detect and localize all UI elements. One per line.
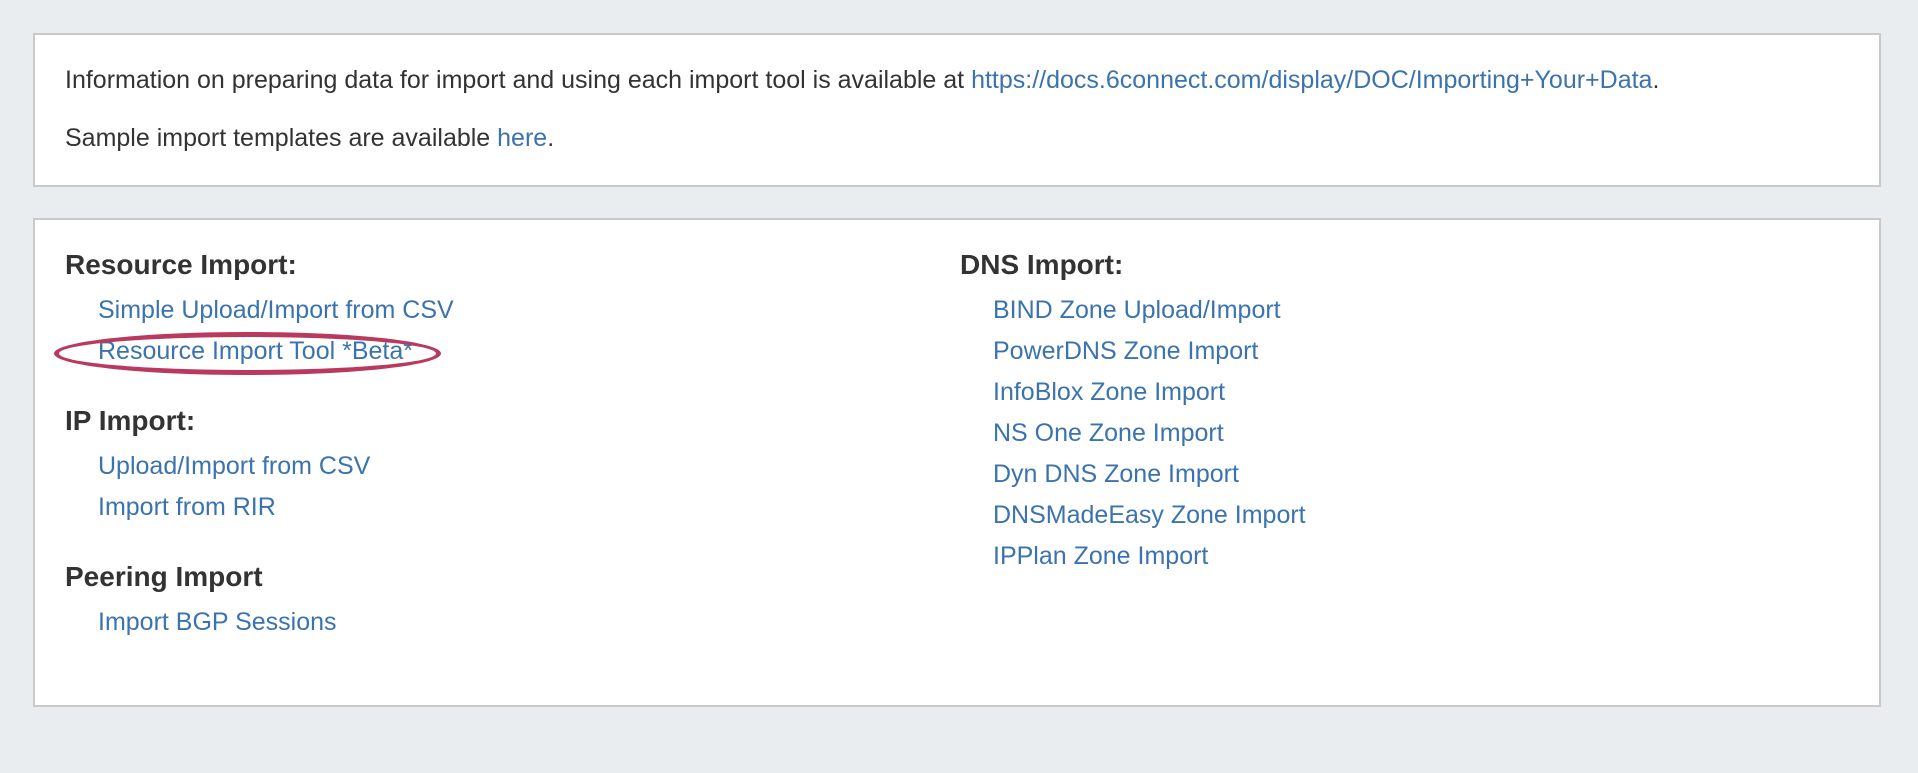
section-resource-import: Resource Import: Simple Upload/Import fr… [54,248,960,375]
section-heading-dns-import: DNS Import: [960,249,1124,280]
link-ipplan-zone-import[interactable]: IPPlan Zone Import [993,542,1209,570]
list-item: Simple Upload/Import from CSV [98,290,960,331]
resource-import-links: Simple Upload/Import from CSV Resource I… [54,290,960,375]
annotated-link-wrap: Resource Import Tool *Beta* [54,331,441,375]
imports-right-column: DNS Import: BIND Zone Upload/Import Powe… [960,248,1849,577]
info-line-docs-period: . [1652,66,1660,94]
list-item: Import BGP Sessions [98,602,960,643]
link-powerdns-zone-import[interactable]: PowerDNS Zone Import [993,337,1259,365]
list-item: PowerDNS Zone Import [993,331,1849,372]
docs-url-link[interactable]: https://docs.6connect.com/display/DOC/Im… [971,66,1653,94]
list-item: Resource Import Tool *Beta* [54,331,960,375]
link-ns-one-zone-import[interactable]: NS One Zone Import [993,419,1224,447]
section-ip-import: IP Import: Upload/Import from CSV Import… [65,404,960,528]
section-heading-peering-import: Peering Import [65,561,263,592]
link-import-bgp-sessions[interactable]: Import BGP Sessions [98,608,337,636]
link-infoblox-zone-import[interactable]: InfoBlox Zone Import [993,378,1226,406]
section-heading-resource-import: Resource Import: [65,249,297,280]
link-bind-zone-upload-import[interactable]: BIND Zone Upload/Import [993,296,1281,324]
templates-here-link[interactable]: here [497,124,548,152]
link-resource-import-tool-beta[interactable]: Resource Import Tool *Beta* [98,337,413,365]
section-peering-import: Peering Import Import BGP Sessions [65,560,960,643]
section-dns-import: DNS Import: BIND Zone Upload/Import Powe… [960,248,1849,577]
link-dyn-dns-zone-import[interactable]: Dyn DNS Zone Import [993,460,1239,488]
link-import-from-rir[interactable]: Import from RIR [98,493,276,521]
dns-import-links: BIND Zone Upload/Import PowerDNS Zone Im… [960,290,1849,577]
link-simple-upload-import-csv[interactable]: Simple Upload/Import from CSV [98,296,454,324]
ip-import-links: Upload/Import from CSV Import from RIR [65,446,960,528]
list-item: DNSMadeEasy Zone Import [993,495,1849,536]
imports-left-column: Resource Import: Simple Upload/Import fr… [54,248,960,643]
list-item: Upload/Import from CSV [98,446,960,487]
list-item: BIND Zone Upload/Import [993,290,1849,331]
info-line-templates-text: Sample import templates are available [65,124,498,152]
info-line-templates-period: . [547,124,555,152]
list-item: InfoBlox Zone Import [993,372,1849,413]
list-item: NS One Zone Import [993,413,1849,454]
imports-panel: Resource Import: Simple Upload/Import fr… [33,218,1881,707]
peering-import-links: Import BGP Sessions [65,602,960,643]
info-line-docs: Information on preparing data for import… [65,63,1849,97]
info-line-templates: Sample import templates are available he… [65,121,1849,155]
list-item: IPPlan Zone Import [993,536,1849,577]
list-item: Dyn DNS Zone Import [993,454,1849,495]
info-panel: Information on preparing data for import… [33,33,1881,187]
section-heading-ip-import: IP Import: [65,405,196,436]
info-line-docs-text: Information on preparing data for import… [65,66,972,94]
list-item: Import from RIR [98,487,960,528]
link-dnsmadeeasy-zone-import[interactable]: DNSMadeEasy Zone Import [993,501,1306,529]
link-upload-import-from-csv[interactable]: Upload/Import from CSV [98,452,371,480]
